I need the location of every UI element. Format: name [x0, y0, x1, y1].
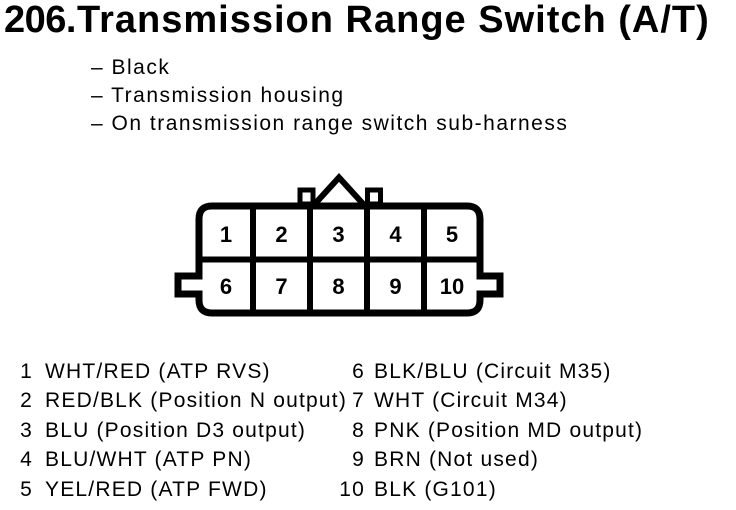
pin-row-3: 3 BLU (Position D3 output): [10, 416, 347, 446]
pin-number: 4: [20, 448, 33, 472]
pin-number: 5: [20, 477, 33, 501]
pin-description: WHT (Circuit M34): [374, 389, 568, 413]
pin-row-4: 4 BLU/WHT (ATP PN): [10, 446, 347, 476]
pin-description: BLK/BLU (Circuit M35): [374, 359, 612, 383]
connector-diagram: 1 2 3 4 5 6 7 8 9 10: [174, 173, 504, 317]
latch-tab-left-icon: [297, 187, 316, 207]
pin-row-6: 6 BLK/BLU (Circuit M35): [330, 357, 643, 387]
cavity-number-3: 3: [332, 222, 344, 247]
latch-peak-icon: [310, 173, 368, 209]
cavity-number-8: 8: [332, 274, 344, 299]
note-color: – Black: [91, 56, 171, 79]
pin-description: WHT/RED (ATP RVS): [45, 359, 271, 383]
cavity-number-4: 4: [389, 222, 402, 247]
cavity-number-9: 9: [389, 274, 401, 299]
note-harness: – On transmission range switch sub-harne…: [91, 112, 569, 135]
pin-number: 7: [352, 389, 365, 413]
pin-description: BLK (G101): [374, 477, 497, 501]
pin-description: PNK (Position MD output): [374, 418, 644, 442]
connector-notes: – Black – Transmission housing – On tran…: [91, 54, 568, 138]
pin-row-2: 2 RED/BLK (Position N output): [10, 387, 347, 417]
pin-row-5: 5 YEL/RED (ATP FWD): [10, 475, 347, 505]
cavity-number-10: 10: [440, 274, 464, 299]
cavity-number-2: 2: [275, 222, 287, 247]
pin-number: 1: [20, 359, 33, 383]
pin-row-10: 10 BLK (G101): [330, 475, 643, 505]
pin-description: BLU (Position D3 output): [45, 418, 307, 442]
pin-row-1: 1 WHT/RED (ATP RVS): [10, 357, 347, 387]
pin-number: 3: [20, 418, 33, 442]
pin-legend-right-column: 6 BLK/BLU (Circuit M35) 7 WHT (Circuit M…: [330, 357, 643, 505]
cavity-number-1: 1: [220, 222, 232, 247]
pin-row-7: 7 WHT (Circuit M34): [330, 387, 643, 417]
pin-number: 2: [20, 389, 33, 413]
cavity-number-5: 5: [446, 222, 458, 247]
pin-number: 8: [352, 418, 365, 442]
page-title: 206. Transmission Range Switch (A/T): [0, 0, 736, 44]
pin-description: YEL/RED (ATP FWD): [45, 477, 268, 501]
pin-description: BRN (Not used): [374, 448, 540, 472]
cavity-grid: [200, 207, 479, 312]
item-title: Transmission Range Switch (A/T): [77, 0, 710, 41]
note-location: – Transmission housing: [91, 84, 345, 107]
pin-row-9: 9 BRN (Not used): [330, 446, 643, 476]
cavity-number-6: 6: [220, 274, 232, 299]
item-number: 206.: [4, 0, 76, 41]
latch-tab-right-icon: [365, 187, 383, 207]
pin-number: 6: [352, 359, 365, 383]
pin-description: BLU/WHT (ATP PN): [45, 448, 253, 472]
cavity-number-7: 7: [275, 274, 287, 299]
pin-legend-left-column: 1 WHT/RED (ATP RVS) 2 RED/BLK (Position …: [10, 357, 347, 505]
pin-number: 10: [339, 477, 365, 501]
pin-row-8: 8 PNK (Position MD output): [330, 416, 643, 446]
pin-number: 9: [352, 448, 365, 472]
pin-description: RED/BLK (Position N output): [45, 389, 348, 413]
